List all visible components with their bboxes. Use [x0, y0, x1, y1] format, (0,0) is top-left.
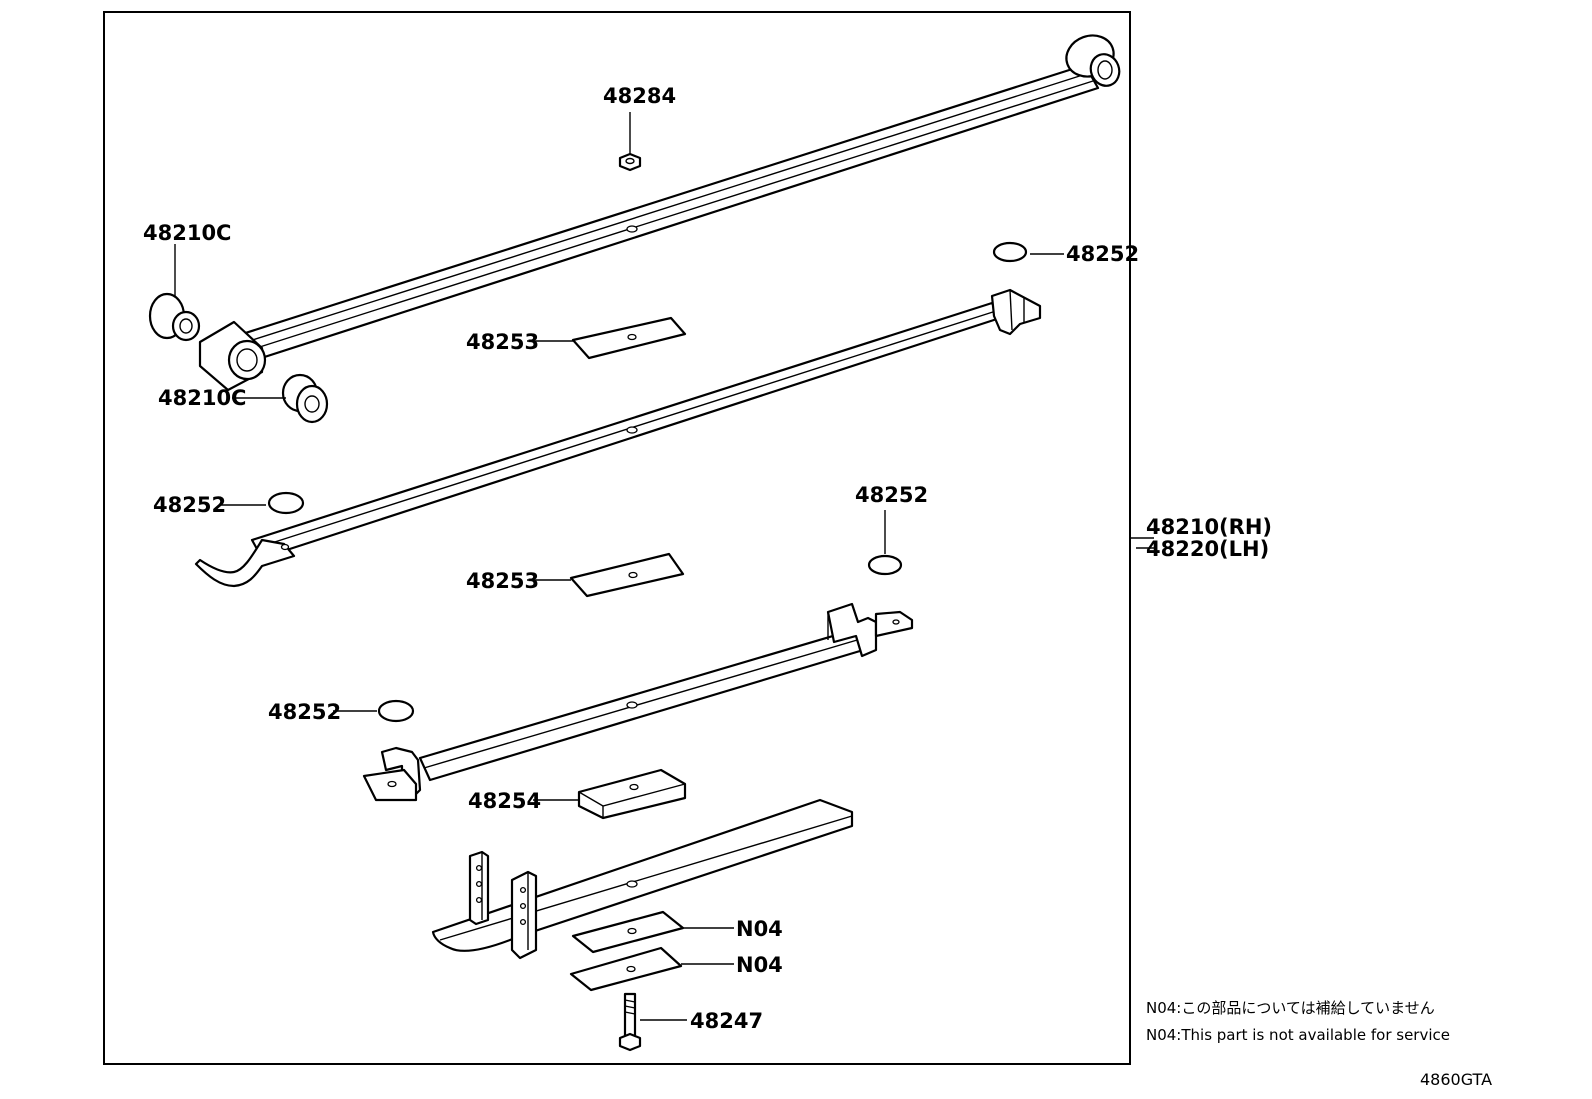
- center-bolt-48247: [618, 992, 687, 1052]
- liner-48253-upper: [527, 316, 687, 360]
- label-48253-lower: 48253: [466, 569, 539, 593]
- note-japanese: N04:この部品については補給していません: [1146, 999, 1435, 1017]
- cap-48252-left-upper: [221, 491, 305, 515]
- leaf-4-clip-rear: [468, 850, 490, 926]
- label-n04-lower: N04: [736, 953, 783, 977]
- note-english: N04:This part is not available for servi…: [1146, 1026, 1450, 1044]
- leaf-4: [431, 798, 854, 960]
- liner-n04-lower: [569, 946, 734, 992]
- cap-48252-right: [867, 510, 903, 576]
- cap-48252-left-lower: [333, 699, 415, 723]
- label-48254: 48254: [468, 789, 541, 813]
- main-leaf: [198, 34, 1121, 392]
- label-48252-left-upper: 48252: [153, 493, 226, 517]
- label-assy-lh: 48220(LH): [1146, 537, 1269, 561]
- pad-48254: [533, 768, 687, 820]
- label-48252-left-lower: 48252: [268, 700, 341, 724]
- label-n04-upper: N04: [736, 917, 783, 941]
- diagram-code: 4860GTA: [1420, 1070, 1492, 1089]
- cap-48252-top: [992, 241, 1064, 263]
- leaf-3: [362, 602, 914, 802]
- label-48252-top: 48252: [1066, 242, 1139, 266]
- label-48210c-lower: 48210C: [158, 386, 246, 410]
- liner-48253-lower: [527, 552, 685, 598]
- label-48252-right: 48252: [855, 483, 928, 507]
- label-48284: 48284: [603, 84, 676, 108]
- label-48253-upper: 48253: [466, 330, 539, 354]
- bushing-48210c-lower: [232, 373, 329, 424]
- assembly-leader: [1130, 537, 1154, 549]
- label-48210c-upper: 48210C: [143, 221, 231, 245]
- leaf-2: [194, 288, 1042, 588]
- liner-n04-upper: [571, 910, 734, 954]
- nut-48284: [618, 112, 642, 172]
- label-assy-rh: 48210(RH): [1146, 515, 1272, 539]
- bushing-48210c-upper: [148, 244, 201, 342]
- leaf-4-clip-front: [510, 870, 538, 960]
- label-48247: 48247: [690, 1009, 763, 1033]
